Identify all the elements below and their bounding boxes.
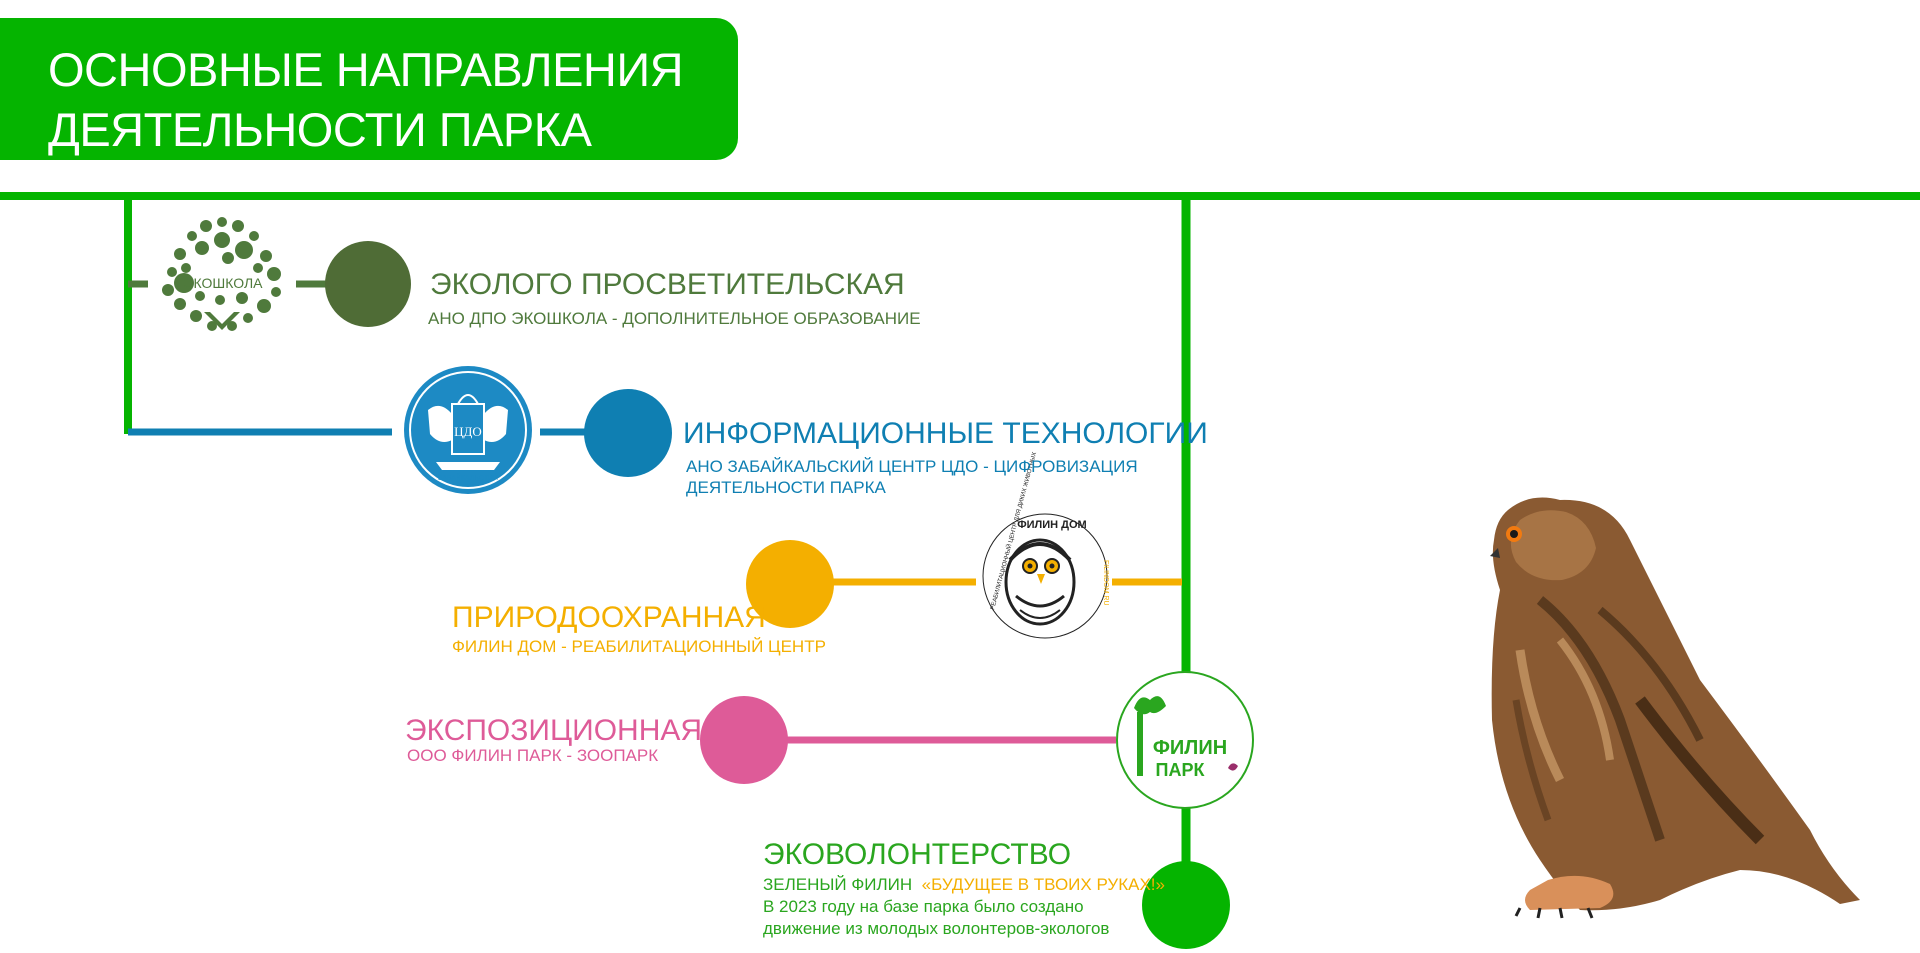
- exposition-heading: ЭКСПОЗИЦИОННАЯ: [405, 714, 703, 747]
- it-node-circle: [584, 389, 672, 477]
- page-title-line1: ОСНОВНЫЕ НАПРАВЛЕНИЯ: [48, 43, 684, 96]
- filin-dom-logo: [982, 513, 1108, 639]
- volunteer-desc-line2: движение из молодых волонтеров-экологов: [763, 919, 1110, 938]
- cdo-logo: [404, 366, 532, 494]
- volunteer-name: ЗЕЛЕНЫЙ ФИЛИН: [763, 875, 913, 894]
- volunteer-subtitle: ЗЕЛЕНЫЙ ФИЛИН «БУДУЩЕЕ В ТВОИХ РУКАХ!»: [763, 874, 1165, 896]
- volunteer-node-circle: [1142, 861, 1230, 949]
- cdo-logo-ribbon: ЗАБАЙКАЛЬСКИЙ: [438, 473, 498, 482]
- it-subtitle-line2: ДЕЯТЕЛЬНОСТИ ПАРКА: [686, 478, 886, 497]
- volunteer-heading: ЭКОВОЛОНТЕРСТВО: [763, 838, 1072, 871]
- eco-heading: ЭКОЛОГО ПРОСВЕТИТЕЛЬСКАЯ: [430, 268, 905, 301]
- nature-heading: ПРИРОДООХРАННАЯ: [452, 601, 766, 634]
- eco-subtitle: АНО ДПО ЭКОШКОЛА - ДОПОЛНИТЕЛЬНОЕ ОБРАЗО…: [428, 309, 921, 328]
- filin-park-logo: [1116, 671, 1254, 809]
- owl-illustration: [1490, 497, 1860, 919]
- page-title-line2: ДЕЯТЕЛЬНОСТИ ПАРКА: [48, 103, 592, 156]
- volunteer-slogan: «БУДУЩЕЕ В ТВОИХ РУКАХ!»: [921, 875, 1165, 894]
- ecoschool-logo: [162, 217, 281, 331]
- page-title: ОСНОВНЫЕ НАПРАВЛЕНИЯ ДЕЯТЕЛЬНОСТИ ПАРКА: [48, 40, 684, 160]
- ecoschool-logo-text: ЭКОШКОЛА: [183, 275, 263, 291]
- volunteer-desc-line1: В 2023 году на базе парка было создано: [763, 897, 1084, 916]
- nature-subtitle: ФИЛИН ДОМ - РЕАБИЛИТАЦИОННЫЙ ЦЕНТР: [452, 637, 826, 656]
- it-heading: ИНФОРМАЦИОННЫЕ ТЕХНОЛОГИИ: [683, 417, 1208, 450]
- exposition-node-circle: [700, 696, 788, 784]
- filin-dom-ring-right: FILINDOM.RU: [1102, 560, 1109, 606]
- filin-park-logo-line2: ПАРК: [1156, 760, 1206, 780]
- it-subtitle-line1: АНО ЗАБАЙКАЛЬСКИЙ ЦЕНТР ЦДО - ЦИФРОВИЗАЦ…: [686, 457, 1138, 476]
- title-banner: [0, 18, 738, 160]
- filin-park-logo-line1: ФИЛИН: [1153, 737, 1227, 759]
- eco-node-circle: [325, 241, 411, 327]
- filin-dom-logo-text: ФИЛИН ДОМ: [1017, 519, 1086, 531]
- cdo-logo-text: ЦДО: [454, 424, 482, 439]
- nature-node-circle: [746, 540, 834, 628]
- exposition-subtitle: ООО ФИЛИН ПАРК - ЗООПАРК: [407, 746, 659, 765]
